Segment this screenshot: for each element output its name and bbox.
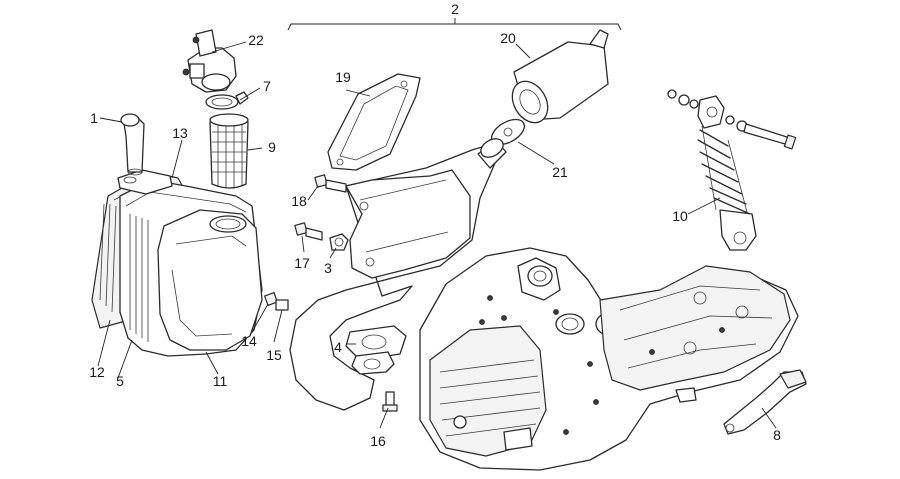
callout-8: 8: [773, 427, 781, 443]
callout-1: 1: [90, 110, 98, 126]
hardware-14-15: [263, 291, 289, 311]
carburettor-assembly: [182, 29, 249, 110]
callout-18: 18: [291, 193, 307, 209]
engine-crankcase: [419, 247, 799, 471]
callout-11: 11: [212, 373, 228, 389]
callout-22: 22: [248, 32, 264, 48]
filter-element: [209, 113, 249, 189]
rear-shock-absorber: [667, 89, 797, 251]
callout-3: 3: [324, 260, 332, 276]
callout-9: 9: [268, 139, 276, 155]
callout-20: 20: [500, 30, 516, 46]
callout-17: 17: [294, 255, 310, 271]
callout-14: 14: [241, 333, 257, 349]
callout-13: 13: [172, 125, 188, 141]
callout-15: 15: [266, 347, 282, 363]
callout-21: 21: [552, 164, 568, 180]
callout-5: 5: [116, 373, 124, 389]
callout-4: 4: [334, 339, 342, 355]
callout-19: 19: [335, 69, 351, 85]
callout-12: 12: [89, 364, 105, 380]
leader-lines: [97, 41, 777, 429]
callout-2: 2: [451, 1, 459, 17]
kickstart-lever: [723, 369, 807, 435]
hardware-3-17-18: [294, 174, 349, 251]
exhaust-assembly: [289, 29, 609, 412]
air-filter-housing: [91, 169, 263, 357]
callout-7: 7: [263, 78, 271, 94]
group-bracket: [287, 18, 622, 31]
callout-16: 16: [370, 433, 386, 449]
intake-elbow-pipe: [120, 113, 145, 176]
callout-10: 10: [672, 208, 688, 224]
